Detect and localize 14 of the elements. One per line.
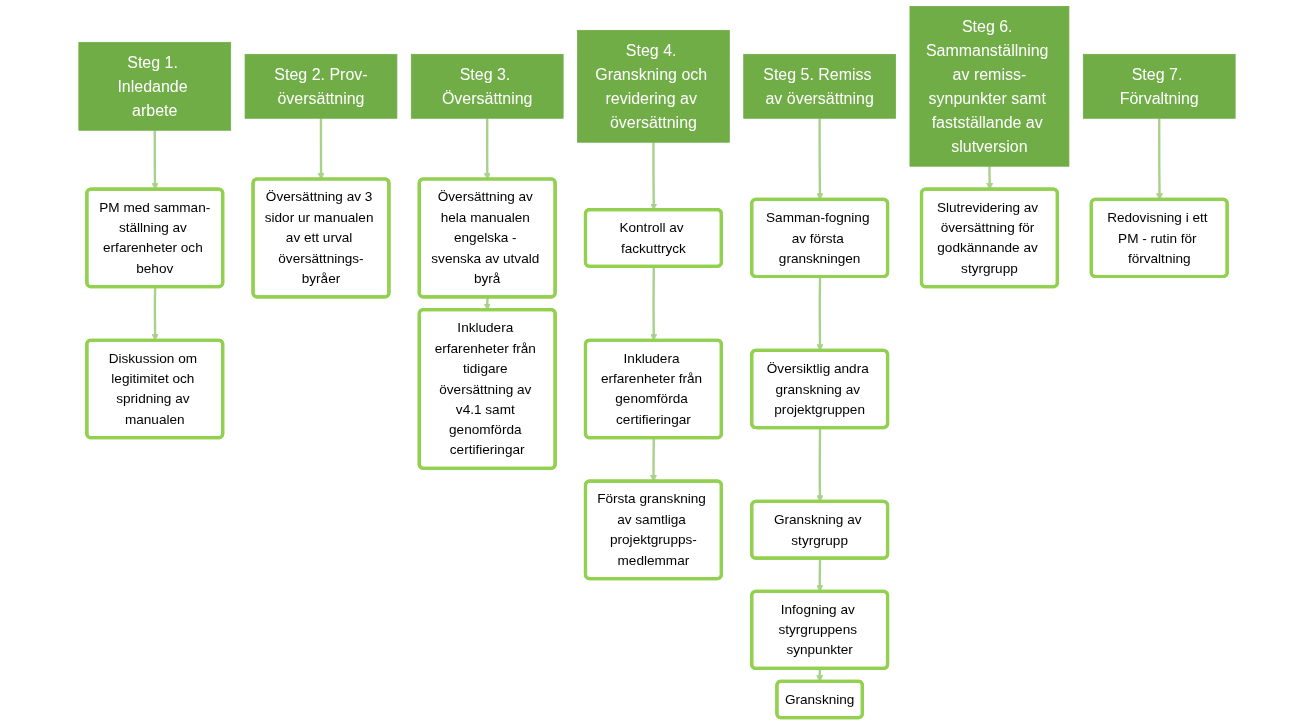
node-box: Steg 2. Prov-översättning	[244, 53, 398, 119]
arrow	[986, 166, 994, 190]
arrow	[151, 130, 159, 190]
arrow	[483, 118, 491, 180]
node-box: Steg 6. Sammanställning av remiss-synpunkter samt fastställande av slutversion	[909, 6, 1070, 167]
node-box: Steg 3. Översättning	[410, 53, 564, 119]
arrow	[151, 287, 159, 341]
arrow	[317, 118, 325, 180]
arrow	[650, 266, 658, 341]
node-box: Steg 5. Remiss av översättning	[743, 53, 896, 119]
arrow	[649, 438, 657, 482]
node-box: Steg 7. Förvaltning	[1082, 53, 1236, 119]
node-box: Steg 4. Granskning och revidering av översättning	[577, 29, 730, 143]
node-box: Steg 1. Inledande arbete	[78, 41, 232, 131]
